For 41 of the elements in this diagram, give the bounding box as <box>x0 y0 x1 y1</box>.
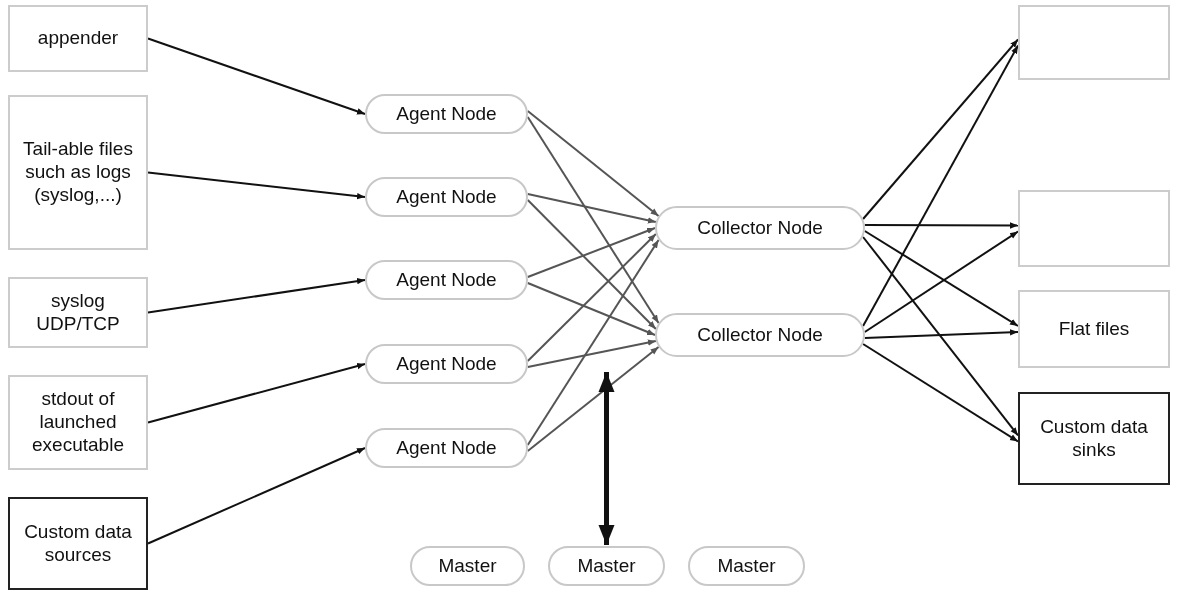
arrow <box>147 363 366 424</box>
text-box: appender <box>8 5 148 72</box>
text-box: Flat files <box>1018 290 1170 368</box>
text-box: stdout of launched executable <box>8 375 148 470</box>
box <box>1018 190 1170 267</box>
node-pill: Master <box>410 546 525 586</box>
text-box: Tail-able files such as logs (syslog,...) <box>8 95 148 250</box>
node-pill: Master <box>688 546 805 586</box>
arrow <box>863 329 1019 339</box>
arrow <box>862 38 1019 220</box>
node-pill: Master <box>548 546 665 586</box>
node-pill: Agent Node <box>365 428 528 468</box>
arrow <box>526 193 657 224</box>
arrow <box>862 343 1019 443</box>
arrow <box>526 227 656 278</box>
node-pill: Agent Node <box>365 177 528 217</box>
arrow <box>863 222 1019 229</box>
node-pill: Agent Node <box>365 94 528 134</box>
box <box>1018 5 1170 80</box>
arrow <box>147 447 366 545</box>
arrow <box>526 282 656 336</box>
arrow <box>526 239 660 446</box>
arrow <box>526 110 660 217</box>
arrow <box>147 37 366 115</box>
arrow <box>862 236 1019 437</box>
arrow <box>147 171 366 200</box>
arrow <box>147 278 366 314</box>
arrow <box>598 372 615 545</box>
arrow <box>526 199 657 330</box>
arrow <box>526 233 657 362</box>
arrow <box>526 116 660 324</box>
node-pill: Agent Node <box>365 344 528 384</box>
text-box: syslog UDP/TCP <box>8 277 148 348</box>
node-pill: Collector Node <box>655 206 865 250</box>
node-pill: Agent Node <box>365 260 528 300</box>
arrow <box>526 346 660 452</box>
arrow <box>526 339 657 368</box>
text-box: Custom data sources <box>8 497 148 590</box>
text-box: Custom data sinks <box>1018 392 1170 485</box>
arrow <box>862 44 1019 327</box>
node-pill: Collector Node <box>655 313 865 357</box>
